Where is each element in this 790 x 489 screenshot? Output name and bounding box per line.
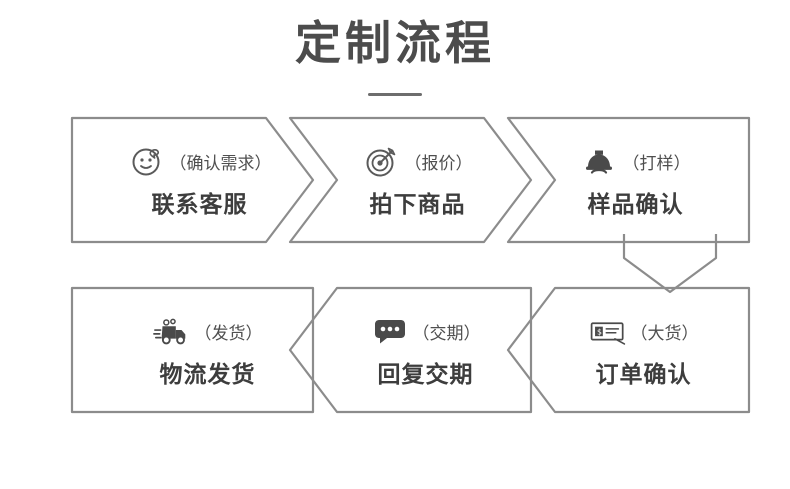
flow-step-2[interactable]: （报价） 拍下商品 — [288, 116, 533, 244]
svg-text:$: $ — [596, 328, 601, 337]
speech-bubble-icon — [371, 312, 409, 350]
chevron-shape — [70, 116, 315, 244]
step-tag: （打样） — [622, 153, 691, 174]
flow-step-3[interactable]: （打样） 样品确认 — [506, 116, 751, 244]
target-dart-icon — [363, 142, 401, 180]
process-flow-diagram: （确认需求） 联系客服 （报 — [0, 108, 790, 438]
flow-step-1[interactable]: （确认需求） 联系客服 — [70, 116, 315, 244]
step-label: 样品确认 — [587, 192, 684, 219]
step-tag: （大货） — [630, 323, 699, 344]
money-cheque-icon: $ — [589, 312, 627, 350]
step-tag: （发货） — [194, 323, 263, 344]
chevron-shape — [506, 286, 751, 414]
step-tag: （确认需求） — [169, 153, 272, 174]
step-tag: （交期） — [412, 323, 481, 344]
hard-hat-worker-icon — [581, 142, 619, 180]
delivery-truck-icon — [152, 312, 191, 350]
chevron-shape — [288, 116, 533, 244]
chevron-shape — [288, 286, 533, 414]
step-label: 联系客服 — [151, 192, 248, 219]
flow-step-5[interactable]: （交期） 回复交期 — [288, 286, 533, 414]
chevron-shape — [70, 286, 315, 414]
flow-step-4[interactable]: （发货） 物流发货 — [70, 286, 315, 414]
chevron-shape — [506, 116, 751, 244]
flow-step-6[interactable]: $ （大货） 订单确认 — [506, 286, 751, 414]
title-divider — [368, 93, 422, 97]
row-connector-arrow — [506, 234, 751, 294]
step-label: 订单确认 — [595, 362, 692, 389]
step-label: 物流发货 — [159, 362, 256, 389]
step-tag: （报价） — [404, 153, 473, 174]
smiley-face-icon — [128, 142, 166, 180]
step-label: 拍下商品 — [369, 192, 466, 219]
step-label: 回复交期 — [377, 362, 474, 389]
page-title: 定制流程 — [295, 16, 495, 70]
